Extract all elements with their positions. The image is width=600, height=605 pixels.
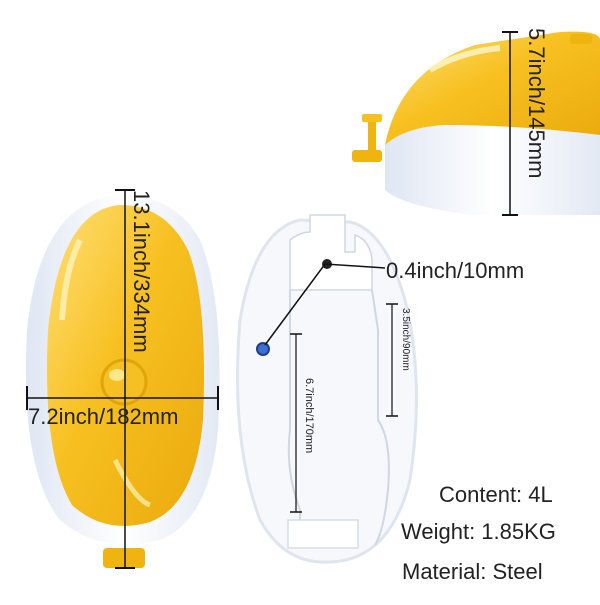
hole-label: 0.4inch/10mm bbox=[386, 258, 525, 283]
material-spec: Material: Steel bbox=[402, 559, 543, 584]
tank-side-view bbox=[352, 31, 600, 216]
inner-lower-label: 6.7inch/170mm bbox=[303, 378, 315, 454]
content-spec: Content: 4L bbox=[439, 482, 553, 507]
top-height-label: 5.7inch/145mm bbox=[524, 28, 549, 179]
tank-front-view bbox=[25, 189, 220, 569]
tank-bottom-view bbox=[236, 214, 418, 564]
inner-upper-label: 3.5inch/90mm bbox=[400, 308, 411, 371]
width-label: 7.2inch/182mm bbox=[28, 404, 179, 429]
length-label: 13.1inch/334mm bbox=[129, 190, 154, 353]
weight-spec: Weight: 1.85KG bbox=[401, 519, 556, 544]
